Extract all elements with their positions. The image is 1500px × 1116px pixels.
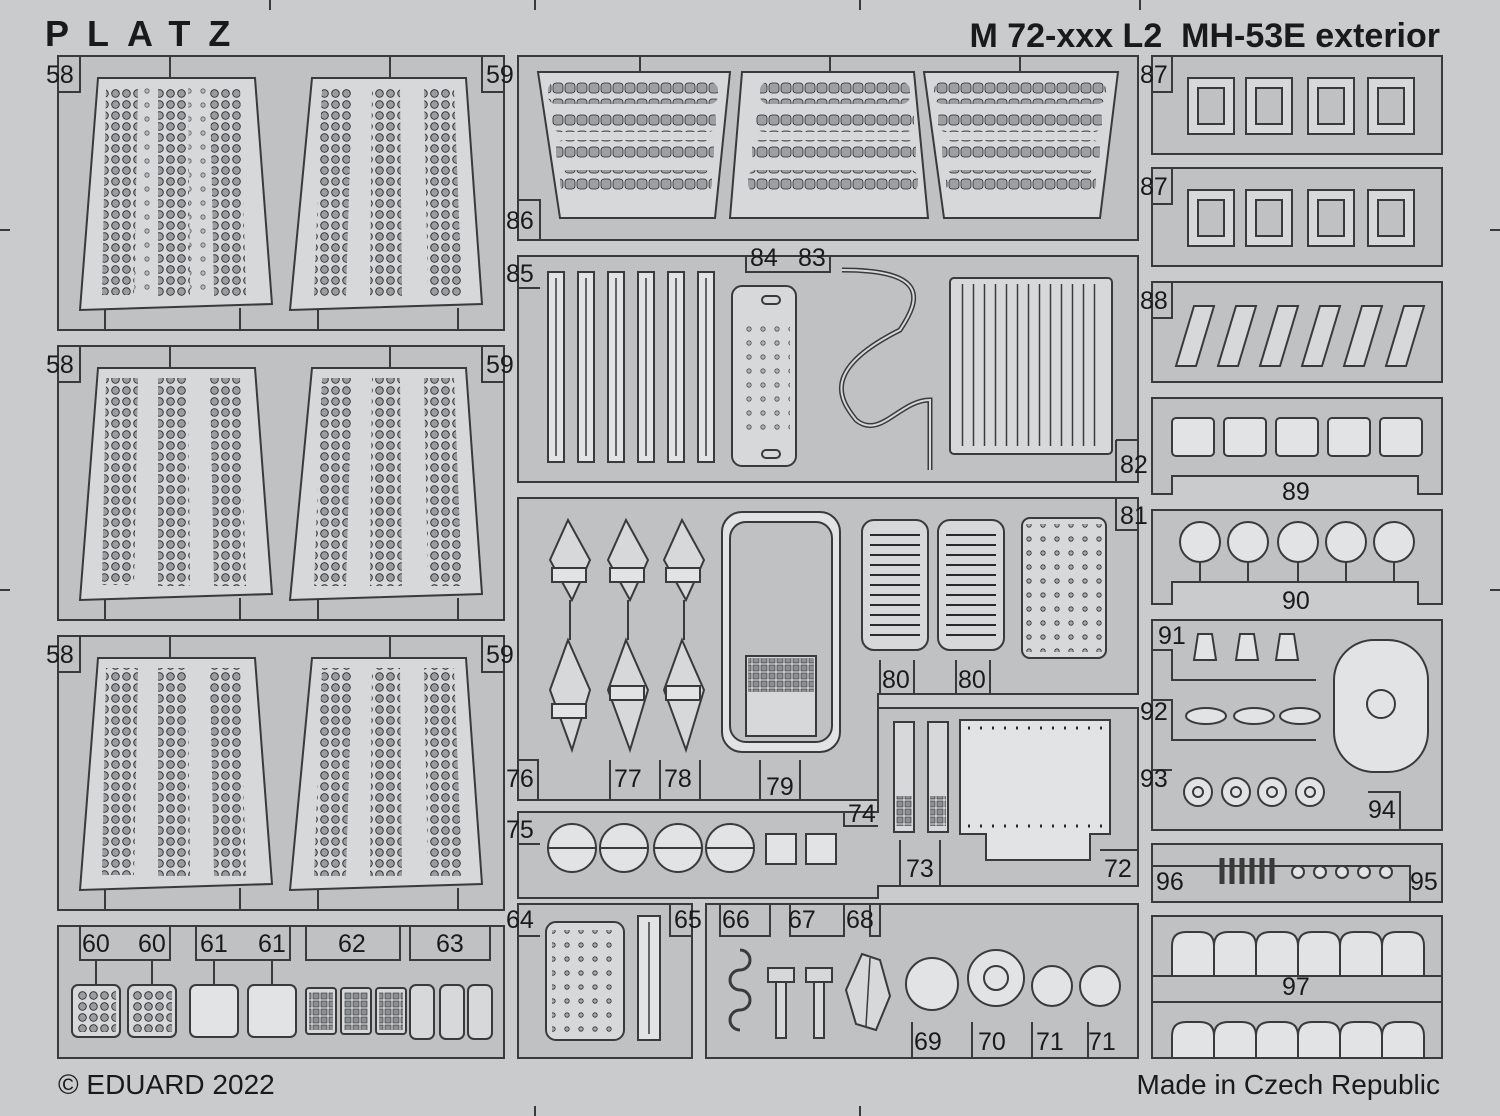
part-label-59-c: 59 (486, 641, 514, 669)
panel-plate-row-2: 58 59 (46, 345, 514, 621)
part-label-72: 72 (1104, 855, 1132, 883)
part-88-plate: 88 (1140, 281, 1443, 383)
parts-66-71-plate: 66 67 68 69 70 71 71 (705, 903, 1139, 1059)
part-label-58-c: 58 (46, 641, 74, 669)
part-86-plate: 86 (506, 55, 1139, 241)
part-label-95: 95 (1410, 868, 1438, 896)
part-label-71-b: 71 (1088, 1028, 1116, 1056)
part-label-85: 85 (506, 260, 534, 288)
part-label-97: 97 (1282, 973, 1310, 1001)
part-label-90: 90 (1282, 587, 1310, 615)
part-label-60-b: 60 (138, 930, 166, 958)
part-label-80-b: 80 (958, 666, 986, 694)
panel-plate-row-3: 58 59 (46, 635, 514, 911)
part-label-61-a: 61 (200, 930, 228, 958)
parts-76-81-plate: 81 80 80 76 77 78 79 (506, 497, 1148, 801)
part-label-80-a: 80 (882, 666, 910, 694)
part-label-74: 74 (848, 800, 876, 828)
part-label-87-b: 87 (1140, 173, 1168, 201)
part-89-plate: 89 (1151, 397, 1443, 506)
part-label-59-b: 59 (486, 351, 514, 379)
part-label-94: 94 (1368, 796, 1396, 824)
part-label-60-a: 60 (82, 930, 110, 958)
brand-logo: PLATZ (45, 13, 248, 54)
panel-plate-row-1: 58 59 (46, 55, 514, 331)
part-label-92: 92 (1140, 698, 1168, 726)
part-label-71-a: 71 (1036, 1028, 1064, 1056)
part-label-70: 70 (978, 1028, 1006, 1056)
part-label-79: 79 (766, 773, 794, 801)
part-85-strips (547, 271, 715, 463)
part-label-91: 91 (1158, 622, 1186, 650)
parts-60-63-plate: 60 60 61 61 62 63 (57, 925, 505, 1059)
part-label-78: 78 (664, 765, 692, 793)
part-label-61-b: 61 (258, 930, 286, 958)
part-label-58-a: 58 (46, 61, 74, 89)
part-label-83: 83 (798, 244, 826, 272)
part-label-63: 63 (436, 930, 464, 958)
parts-72-75-plate: 75 74 73 72 (506, 707, 1139, 899)
copyright-text: © EDUARD 2022 (58, 1069, 275, 1100)
part-label-89: 89 (1282, 478, 1310, 506)
part-97-plate: 97 (1151, 915, 1443, 1059)
part-label-67: 67 (788, 906, 816, 934)
part-label-93: 93 (1140, 765, 1168, 793)
part-label-81: 81 (1120, 502, 1148, 530)
part-87-plate-b: 87 (1140, 167, 1443, 267)
part-label-84: 84 (750, 244, 778, 272)
part-76-hinges (548, 517, 706, 754)
part-label-75: 75 (506, 816, 534, 844)
part-label-66: 66 (722, 906, 750, 934)
part-87-plate-a: 87 (1140, 55, 1443, 155)
parts-91-94-plate: 91 92 93 94 (1140, 619, 1443, 831)
part-label-76: 76 (506, 765, 534, 793)
part-label-87-a: 87 (1140, 61, 1168, 89)
part-label-96: 96 (1156, 868, 1184, 896)
parts-64-65-plate: 64 65 (506, 903, 702, 1059)
part-label-77: 77 (614, 765, 642, 793)
parts-82-85-plate: 85 84 83 82 (506, 244, 1148, 483)
part-label-62: 62 (338, 930, 366, 958)
part-label-58-b: 58 (46, 351, 74, 379)
part-label-64: 64 (506, 906, 534, 934)
origin-text: Made in Czech Republic (1137, 1069, 1441, 1100)
part-label-88: 88 (1140, 287, 1168, 315)
part-label-73: 73 (906, 855, 934, 883)
part-label-82: 82 (1120, 451, 1148, 479)
parts-95-96-plate: 96 95 (1151, 843, 1443, 903)
part-90-plate: 90 (1151, 509, 1443, 615)
fret-title: M 72-xxx L2 MH-53E exterior (969, 17, 1440, 55)
part-label-68: 68 (846, 906, 874, 934)
part-label-69: 69 (914, 1028, 942, 1056)
part-label-65: 65 (674, 906, 702, 934)
part-label-86: 86 (506, 207, 534, 235)
part-label-59-a: 59 (486, 61, 514, 89)
